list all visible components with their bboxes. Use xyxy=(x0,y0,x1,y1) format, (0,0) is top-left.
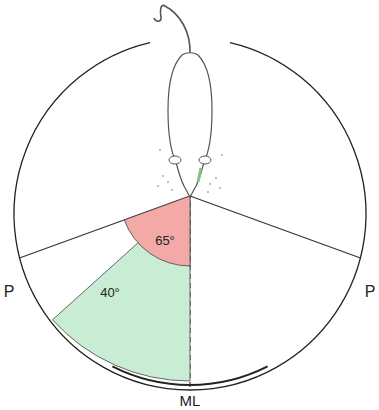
reference-line xyxy=(190,196,361,258)
label-holder: 40° xyxy=(100,286,120,299)
angle-sector: 65° xyxy=(120,194,192,270)
rat-ear xyxy=(169,156,181,164)
midline-label: ML xyxy=(180,393,201,408)
rat-body xyxy=(168,53,212,197)
arena-wall xyxy=(14,43,366,390)
sector-shape xyxy=(120,194,192,270)
point-label: P xyxy=(365,284,376,300)
rat-tail xyxy=(154,5,190,54)
point-label: P xyxy=(4,284,15,300)
sector-fill xyxy=(53,196,190,381)
label-holder: 65° xyxy=(155,234,175,247)
angle-value: 40° xyxy=(100,286,120,299)
whisker-dots xyxy=(157,149,223,193)
marker xyxy=(198,168,201,182)
angle-value: 65° xyxy=(155,234,175,247)
rat-ear xyxy=(199,156,211,164)
